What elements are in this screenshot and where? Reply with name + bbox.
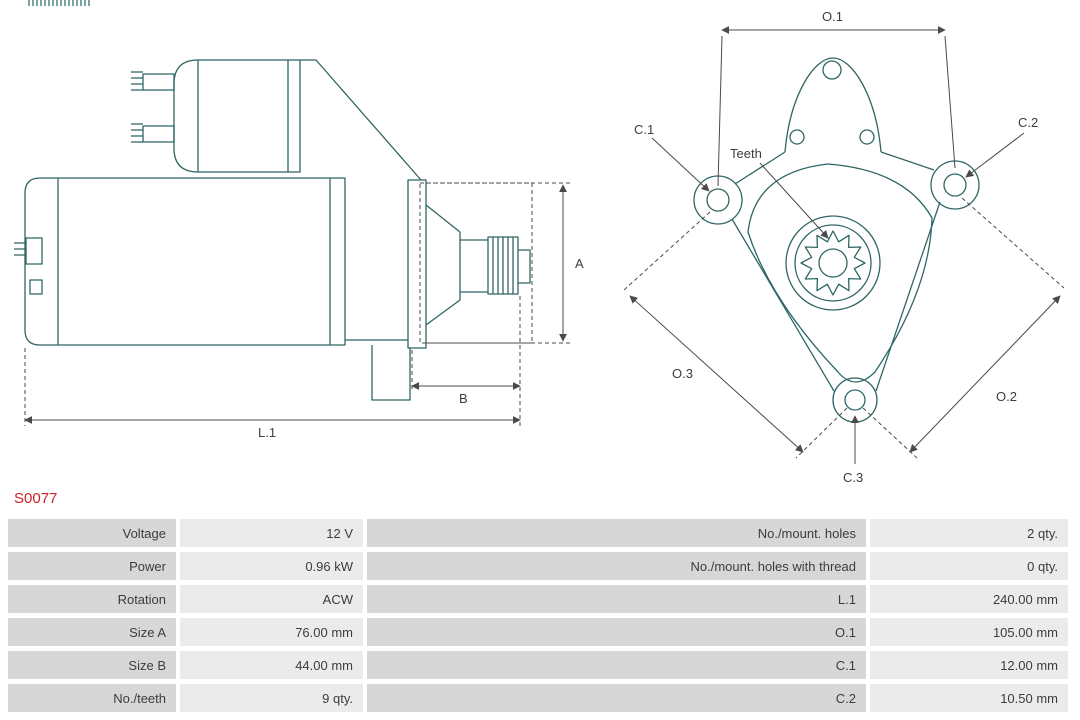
spec-label: C.2 (367, 684, 866, 712)
spec-label: No./mount. holes (367, 519, 866, 547)
spec-label: Size B (8, 651, 176, 679)
spec-value: 0 qty. (870, 552, 1068, 580)
side-view-drawing: A B L.1 (14, 59, 584, 440)
spec-label: C.1 (367, 651, 866, 679)
barcode-fragment (28, 0, 90, 6)
spec-value: 0.96 kW (180, 552, 363, 580)
dim-c1-label: C.1 (634, 122, 654, 137)
dim-a-label: A (575, 256, 584, 271)
spec-value: 10.50 mm (870, 684, 1068, 712)
front-view-drawing: O.1 C.1 C.2 Teeth O.3 O.2 C.3 (623, 9, 1065, 485)
spec-value: 2 qty. (870, 519, 1068, 547)
spec-label: O.1 (367, 618, 866, 646)
spec-value: 12.00 mm (870, 651, 1068, 679)
spec-label: Size A (8, 618, 176, 646)
spec-value: 44.00 mm (180, 651, 363, 679)
dim-o3-label: O.3 (672, 366, 693, 381)
dim-o2-label: O.2 (996, 389, 1017, 404)
spec-label: L.1 (367, 585, 866, 613)
teeth-label: Teeth (730, 146, 762, 161)
side-view-dimensions: A B L.1 (24, 182, 584, 440)
gear-teeth (800, 230, 866, 296)
spec-label: Voltage (8, 519, 176, 547)
spec-value: 240.00 mm (870, 585, 1068, 613)
spec-value: 76.00 mm (180, 618, 363, 646)
spec-value: 12 V (180, 519, 363, 547)
spec-value: 9 qty. (180, 684, 363, 712)
spec-label: Power (8, 552, 176, 580)
starter-motor-outline (14, 59, 531, 401)
mounting-flange-outline (693, 57, 980, 423)
dim-b-label: B (459, 391, 468, 406)
spec-table: Voltage 12 V No./mount. holes 2 qty. Pow… (8, 519, 1068, 712)
spec-label: Rotation (8, 585, 176, 613)
spec-value: ACW (180, 585, 363, 613)
spec-label: No./mount. holes with thread (367, 552, 866, 580)
spec-value: 105.00 mm (870, 618, 1068, 646)
dim-c2-label: C.2 (1018, 115, 1038, 130)
dim-c3-label: C.3 (843, 470, 863, 485)
part-number: S0077 (14, 490, 58, 507)
dim-l1-label: L.1 (258, 425, 276, 440)
spec-label: No./teeth (8, 684, 176, 712)
front-view-dimensions: O.1 C.1 C.2 Teeth O.3 O.2 C.3 (623, 9, 1065, 485)
dim-o1-label: O.1 (822, 9, 843, 24)
